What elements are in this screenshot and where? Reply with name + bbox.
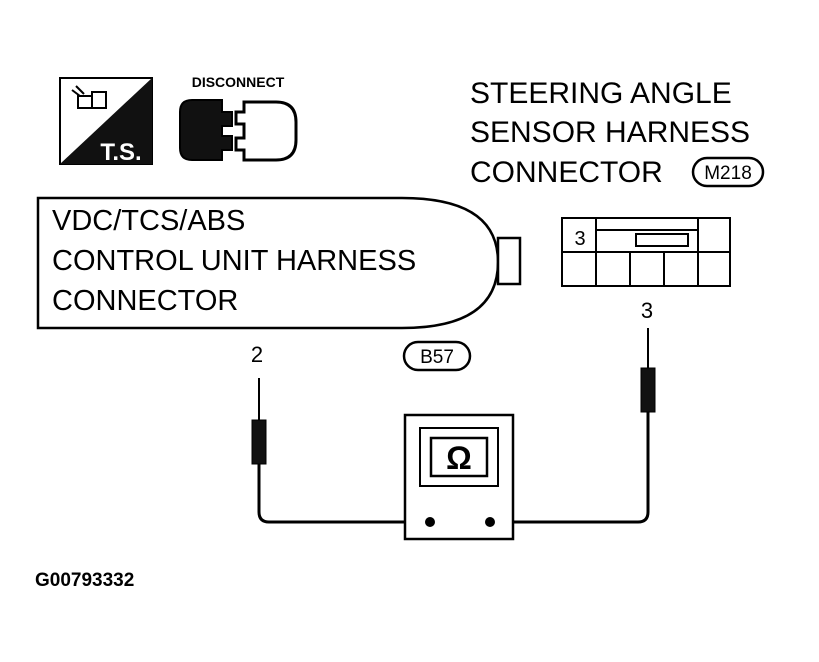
ohmmeter: Ω <box>403 413 515 541</box>
control-unit-tab <box>496 236 522 286</box>
sensor-cavity-number: 3 <box>574 228 585 250</box>
sensor-title-line-3: CONNECTOR <box>470 156 663 189</box>
sensor-connector-latch <box>635 233 689 247</box>
figure-id: G00793332 <box>35 570 134 591</box>
meter-terminal-right <box>485 517 495 527</box>
meter-terminal-left <box>425 517 435 527</box>
ohm-symbol: Ω <box>446 440 472 476</box>
control-unit-code-label: B57 <box>420 347 454 368</box>
sensor-terminal-number: 3 <box>641 298 653 323</box>
sensor-code-label: M218 <box>704 163 752 184</box>
control-unit-line-2: CONTROL UNIT HARNESS <box>52 245 416 277</box>
disconnect-label: DISCONNECT <box>192 74 285 90</box>
ts-label: T.S. <box>100 139 141 166</box>
control-unit-line-1: VDC/TCS/ABS <box>52 205 245 237</box>
disconnect-icon: DISCONNECT <box>179 74 298 162</box>
sensor-code-badge <box>691 156 765 188</box>
right-probe-lead <box>490 328 656 524</box>
left-probe-lead <box>251 378 430 524</box>
sensor-connector-face <box>561 217 731 287</box>
control-unit-code-badge: B57 <box>402 340 472 372</box>
connector-glyph-icon <box>71 85 107 109</box>
connector-male-icon <box>234 100 298 162</box>
sensor-title-line-2: SENSOR HARNESS <box>470 116 750 149</box>
sensor-connector-title: STEERING ANGLE SENSOR HARNESS CONNECTOR … <box>470 77 765 189</box>
sensor-title-line-1: STEERING ANGLE <box>470 77 732 110</box>
connector-female-icon <box>179 99 233 161</box>
control-unit-connector: VDC/TCS/ABS CONTROL UNIT HARNESS CONNECT… <box>36 196 522 330</box>
control-unit-line-3: CONNECTOR <box>52 285 238 317</box>
ts-icon: T.S. <box>59 77 153 166</box>
control-unit-terminal-number: 2 <box>251 342 263 367</box>
